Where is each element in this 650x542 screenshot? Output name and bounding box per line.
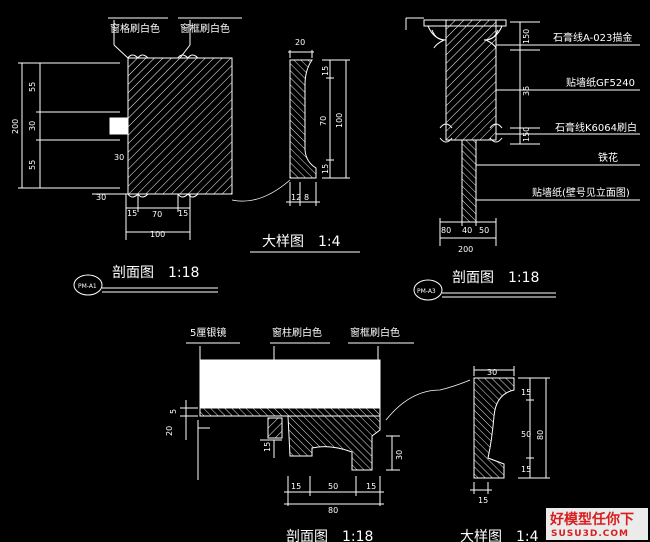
panel-b-moulding-profile <box>289 59 317 179</box>
panel-c-text: 石膏线A-023描金 贴墙纸GF5240 石膏线K6064刷白 铁花 贴墙纸(壁… <box>417 29 637 295</box>
panel-a-hatched-block <box>127 57 233 195</box>
panel-d-frame-profile <box>287 415 381 471</box>
dim-a-55-bot: 55 <box>28 160 37 170</box>
watermark-line2: SUSU3D.COM <box>551 529 629 539</box>
panel-d-section <box>180 342 471 506</box>
dim-a-200: 200 <box>11 119 20 134</box>
watermark-line1: 好模型任你下 <box>549 511 634 528</box>
dim-c-200: 200 <box>458 245 473 254</box>
dim-e-15-top: 15 <box>521 388 531 397</box>
dim-e-15-base: 15 <box>478 496 488 505</box>
panel-a-title: 剖面图 1:18 <box>112 265 199 281</box>
watermark: 好模型任你下 SUSU3D.COM <box>546 508 648 540</box>
panel-d-text: 5厘银镜 窗柱刷白色 窗框刷白色 5 20 15 30 15 50 15 80 … <box>165 326 404 542</box>
label-paint-window-frame: 窗框刷白色 <box>180 22 230 35</box>
dim-c-80: 80 <box>441 226 451 235</box>
panel-a-section <box>18 17 291 296</box>
dim-c-150-top: 150 <box>522 29 531 44</box>
panel-c-section <box>405 17 640 301</box>
label-iron-flower: 铁花 <box>598 151 618 164</box>
panel-e-moulding-profile <box>473 377 515 479</box>
dim-a-70: 70 <box>152 210 162 219</box>
label-paint-column: 窗柱刷白色 <box>272 326 322 339</box>
panel-a-tag-text: PM-A1 <box>78 283 97 290</box>
dim-a-55-top: 55 <box>28 82 37 92</box>
label-paint-frame: 窗框刷白色 <box>350 326 400 339</box>
panel-c-title: 剖面图 1:18 <box>452 270 539 286</box>
panel-e-detail <box>470 366 550 494</box>
dim-d-15: 15 <box>263 442 272 452</box>
dim-b-70: 70 <box>319 116 328 126</box>
dim-c-150-bot: 150 <box>522 127 531 142</box>
label-gypsum-line-a: 石膏线A-023描金 <box>553 31 632 44</box>
panel-b-title: 大样图 1:4 <box>262 234 341 250</box>
panel-d-hatched-strip <box>199 407 381 417</box>
dim-b-20: 20 <box>295 38 305 47</box>
panel-c-tag-text: PM-A3 <box>417 288 436 295</box>
label-gypsum-line-k: 石膏线K6064刷白 <box>555 121 637 134</box>
panel-e-text: 30 15 50 80 15 15 大样图 1:4 <box>460 368 545 542</box>
panel-d-mirror <box>199 359 381 409</box>
dim-e-30: 30 <box>487 368 497 377</box>
panel-c-hatched-column <box>445 19 497 141</box>
panel-a-text: 窗格刷白色 窗框刷白色 55 30 55 200 30 30 15 70 15 … <box>11 22 230 290</box>
panel-c-section-tag <box>413 279 443 301</box>
dim-d-30: 30 <box>395 450 404 460</box>
panel-a-top-bead <box>127 54 199 59</box>
dim-c-35: 35 <box>522 86 531 96</box>
dim-e-80: 80 <box>536 430 545 440</box>
dim-e-50: 50 <box>521 430 531 439</box>
label-wallpaper-a: 贴墙纸GF5240 <box>566 76 635 89</box>
dim-d-20: 20 <box>165 426 174 436</box>
dim-b-15-bot: 15 <box>321 164 330 174</box>
dim-d-15-bot-r: 15 <box>366 482 376 491</box>
dim-a-15-left: 15 <box>127 209 137 218</box>
dim-d-80: 80 <box>328 506 338 515</box>
dim-a-30-mid: 30 <box>28 121 37 131</box>
dim-c-50: 50 <box>479 226 489 235</box>
dim-b-100: 100 <box>335 113 344 128</box>
dim-c-40: 40 <box>462 226 472 235</box>
dim-a-15-right: 15 <box>178 209 188 218</box>
dim-b-15-top: 15 <box>321 66 330 76</box>
panel-d-title: 剖面图 1:18 <box>286 529 373 542</box>
dim-b-12: 12 <box>291 193 301 202</box>
panel-b-text: 20 15 70 100 15 12 8 大样图 1:4 <box>262 38 344 250</box>
panel-b-detail <box>250 50 360 253</box>
panel-e-title: 大样图 1:4 <box>460 529 539 542</box>
dim-e-15-bot: 15 <box>521 465 531 474</box>
dim-a-30-inner: 30 <box>114 153 124 162</box>
label-paint-window-lattice: 窗格刷白色 <box>110 22 160 35</box>
panel-a-section-tag <box>73 274 103 296</box>
panel-c-iron-stem <box>461 139 477 223</box>
label-silver-mirror: 5厘银镜 <box>190 326 226 339</box>
dim-d-50: 50 <box>328 482 338 491</box>
label-wallpaper-b: 贴墙纸(壁号见立面图) <box>532 186 630 199</box>
dim-a-100: 100 <box>150 230 165 239</box>
dim-d-15-bot-l: 15 <box>291 482 301 491</box>
dim-d-5: 5 <box>169 409 178 414</box>
dim-b-8: 8 <box>304 193 309 202</box>
panel-a-glass-insert <box>109 117 129 135</box>
dim-a-30-foot: 30 <box>96 193 106 202</box>
